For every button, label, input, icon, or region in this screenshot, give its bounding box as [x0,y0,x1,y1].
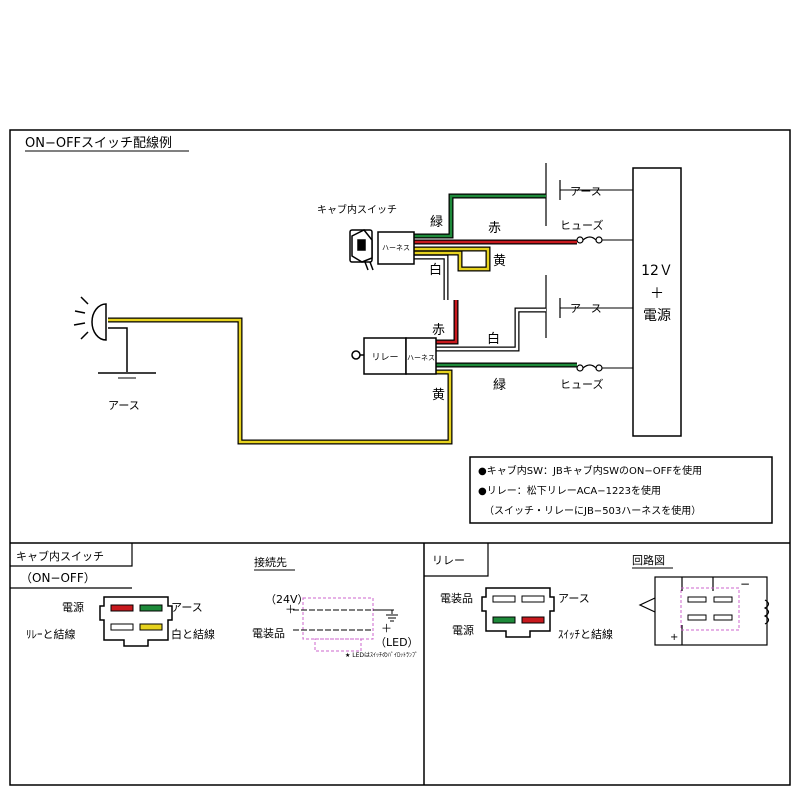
br-pin-power [492,616,516,624]
bl-pin-power [110,604,134,612]
lamp-icon [73,296,107,341]
bl-label-power: 電源 [62,600,84,614]
br-title: リレー [432,554,465,567]
wire-label-white-top: 白 [429,262,442,278]
bm-plus-right: ＋ [381,622,392,635]
br-circuit-title: 回路図 [632,554,665,567]
note-line-2: ●リレー：松下リレーACA−1223を使用 [478,484,661,497]
note-line-1: ●キャブ内SW：JBキャブ内SWのON−OFFを使用 [478,464,702,477]
earth-lamp-label: アース [108,399,140,412]
wire-label-red-top: 赤 [488,221,501,236]
bl-pin-white [139,623,163,631]
wire-label-green-top: 緑 [430,215,443,230]
br-label-power: 電源 [452,623,474,637]
relay-label: リレー [371,353,398,363]
earth-top-label: アース [570,185,602,198]
cab-switch-label: キャブ内スイッチ [317,203,397,216]
fuse-bottom-label: ヒューズ [560,377,603,391]
switch-harness-box [377,231,415,265]
br-pin-denso [492,595,516,603]
earth-symbol-mid [545,275,561,338]
br-title-frame [424,543,489,577]
note-line-3: （スイッチ・リレーにJB−503ハーネスを使用） [484,504,701,517]
br-label-denso: 電装品 [440,592,473,605]
power-source-box [632,167,682,437]
br-circuit-plus: + [670,632,678,643]
br-label-earth: アース [558,592,590,605]
bm-note: ★ LEDはｽｲｯﾁのﾊﾟｲﾛｯﾄﾗﾝﾌﾟ [345,652,418,659]
power-plus: ＋ [650,286,664,302]
br-circuit-minus: − [740,577,750,591]
wire-lamp-earth [108,327,128,372]
switch-harness-label: ハーネス [382,244,410,252]
bl-pin-earth [139,604,163,612]
wire-label-green-bottom: 緑 [493,378,506,393]
bl-title-line2: （ON−OFF） [20,571,96,585]
fuse-top-icon [576,236,603,244]
br-pin-switch [521,616,545,624]
br-circuit [638,576,770,646]
bm-connection-box [302,597,374,652]
notes-box [469,456,773,524]
bm-denso: 電装品 [252,627,285,640]
wire-label-white-mid: 白 [487,331,500,347]
fuse-top-label: ヒューズ [560,218,603,232]
bl-pin-relay [110,623,134,631]
bm-24v: （24V） [265,593,309,606]
wire-label-red-mid: 赤 [432,323,445,338]
bl-title-line1: キャブ内スイッチ [16,549,104,563]
bm-plus-top: ＋ [285,603,296,616]
br-pin-earth [521,595,545,603]
bl-title-frame [10,543,133,567]
diagram-title: ON−OFFスイッチ配線例 [25,135,172,151]
power-12v: 12Ｖ [641,263,673,279]
relay-harness-label: ハーネス [407,354,435,362]
wire-label-yellow-bottom: 黄 [432,388,445,403]
bl-label-white: 白と結線 [171,627,215,641]
wire-label-yellow-top: 黄 [493,254,506,269]
bl-label-relay: ﾘﾚｰと結線 [26,627,76,641]
relay-icon [351,337,407,375]
bl-connector [99,596,173,647]
relay-harness-box [405,337,437,375]
outer-frame [9,129,791,786]
bm-title: 接続先 [254,555,287,569]
fuse-bottom-icon [576,364,603,372]
bl-label-earth: アース [171,601,203,614]
power-source-label: 電源 [643,308,671,324]
bm-wires [293,609,398,631]
earth-symbol-top [545,163,561,226]
br-circuit-pins [680,587,740,631]
br-label-switch: ｽｲｯﾁと結線 [558,627,613,641]
bm-led: （LED） [375,636,419,649]
cab-switch-icon [349,229,374,271]
br-connector [481,587,555,638]
